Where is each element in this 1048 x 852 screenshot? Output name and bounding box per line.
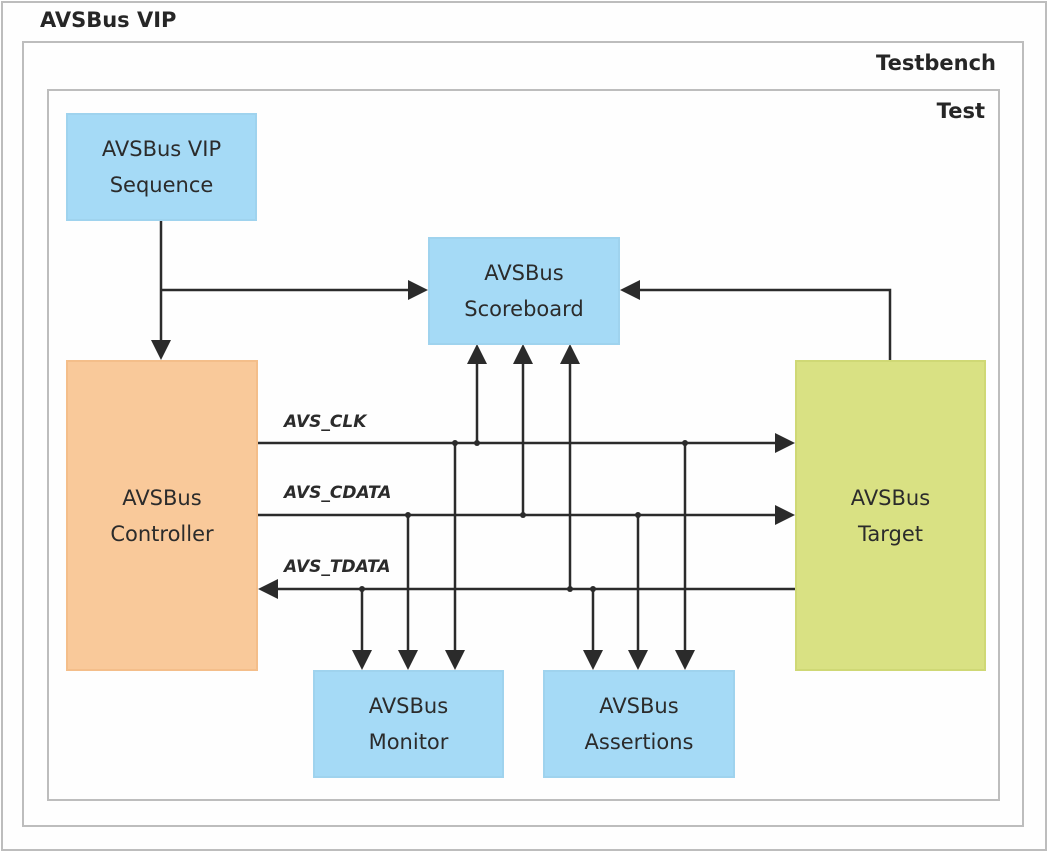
junction-dot	[520, 512, 526, 518]
scoreboard-label-line1: AVSBus	[484, 261, 564, 285]
junction-dot	[635, 512, 641, 518]
sequence-label-line2: Sequence	[109, 173, 214, 197]
sequence-label-line1: AVSBus VIP	[101, 137, 222, 161]
arrow-monitor-1	[352, 650, 372, 670]
target-label-line2: Target	[858, 521, 923, 546]
monitor-label-line2: Monitor	[368, 730, 449, 754]
arrow-target-to-scoreboard	[620, 280, 640, 300]
junction-dot	[682, 440, 688, 446]
scoreboard-label-line2: Scoreboard	[464, 297, 584, 321]
arrow-scoreboard-2	[513, 344, 533, 364]
arrow-assertions-2	[628, 650, 648, 670]
target-block[interactable]: AVSBus Target	[795, 360, 986, 671]
junction-dot	[405, 512, 411, 518]
signal-label-avs-clk: AVS_CLK	[284, 412, 367, 432]
arrow-assertions-3	[675, 650, 695, 670]
wire-target-scoreboard	[640, 288, 892, 360]
monitor-label-line1: AVSBus	[368, 694, 449, 718]
arrow-monitor-2	[398, 650, 418, 670]
scoreboard-block[interactable]: AVSBus Scoreboard	[428, 237, 620, 345]
junction-dot	[474, 440, 480, 446]
monitor-block[interactable]: AVSBus Monitor	[313, 670, 504, 778]
arrow-scoreboard-3	[560, 344, 580, 364]
assertions-label-line2: Assertions	[584, 730, 694, 754]
assertions-label-line1: AVSBus	[599, 694, 679, 718]
junction-dot	[590, 586, 596, 592]
junction-dot	[359, 586, 365, 592]
arrow-cdata-to-target	[775, 505, 795, 525]
junction-dot	[452, 440, 458, 446]
test-title: Test	[936, 99, 985, 123]
target-label-line1: AVSBus	[850, 485, 931, 510]
testbench-title: Testbench	[876, 51, 996, 75]
arrow-monitor-3	[445, 650, 465, 670]
arrow-to-controller	[151, 340, 171, 360]
arrow-tdata-to-controller	[258, 579, 278, 599]
controller-label-line2: Controller	[110, 521, 214, 546]
controller-block[interactable]: AVSBus Controller	[66, 360, 258, 671]
arrow-seq-to-scoreboard	[408, 280, 428, 300]
signal-label-avs-cdata: AVS_CDATA	[284, 483, 392, 503]
controller-label-line1: AVSBus	[122, 485, 202, 510]
junction-dot	[567, 586, 573, 592]
vip-title: AVSBus VIP	[40, 8, 177, 32]
arrow-clk-to-target	[775, 433, 795, 453]
arrow-assertions-1	[583, 650, 603, 670]
arrow-scoreboard-1	[467, 344, 487, 364]
assertions-block[interactable]: AVSBus Assertions	[543, 670, 735, 778]
signal-label-avs-tdata: AVS_TDATA	[284, 557, 391, 577]
sequence-block[interactable]: AVSBus VIP Sequence	[66, 113, 257, 221]
